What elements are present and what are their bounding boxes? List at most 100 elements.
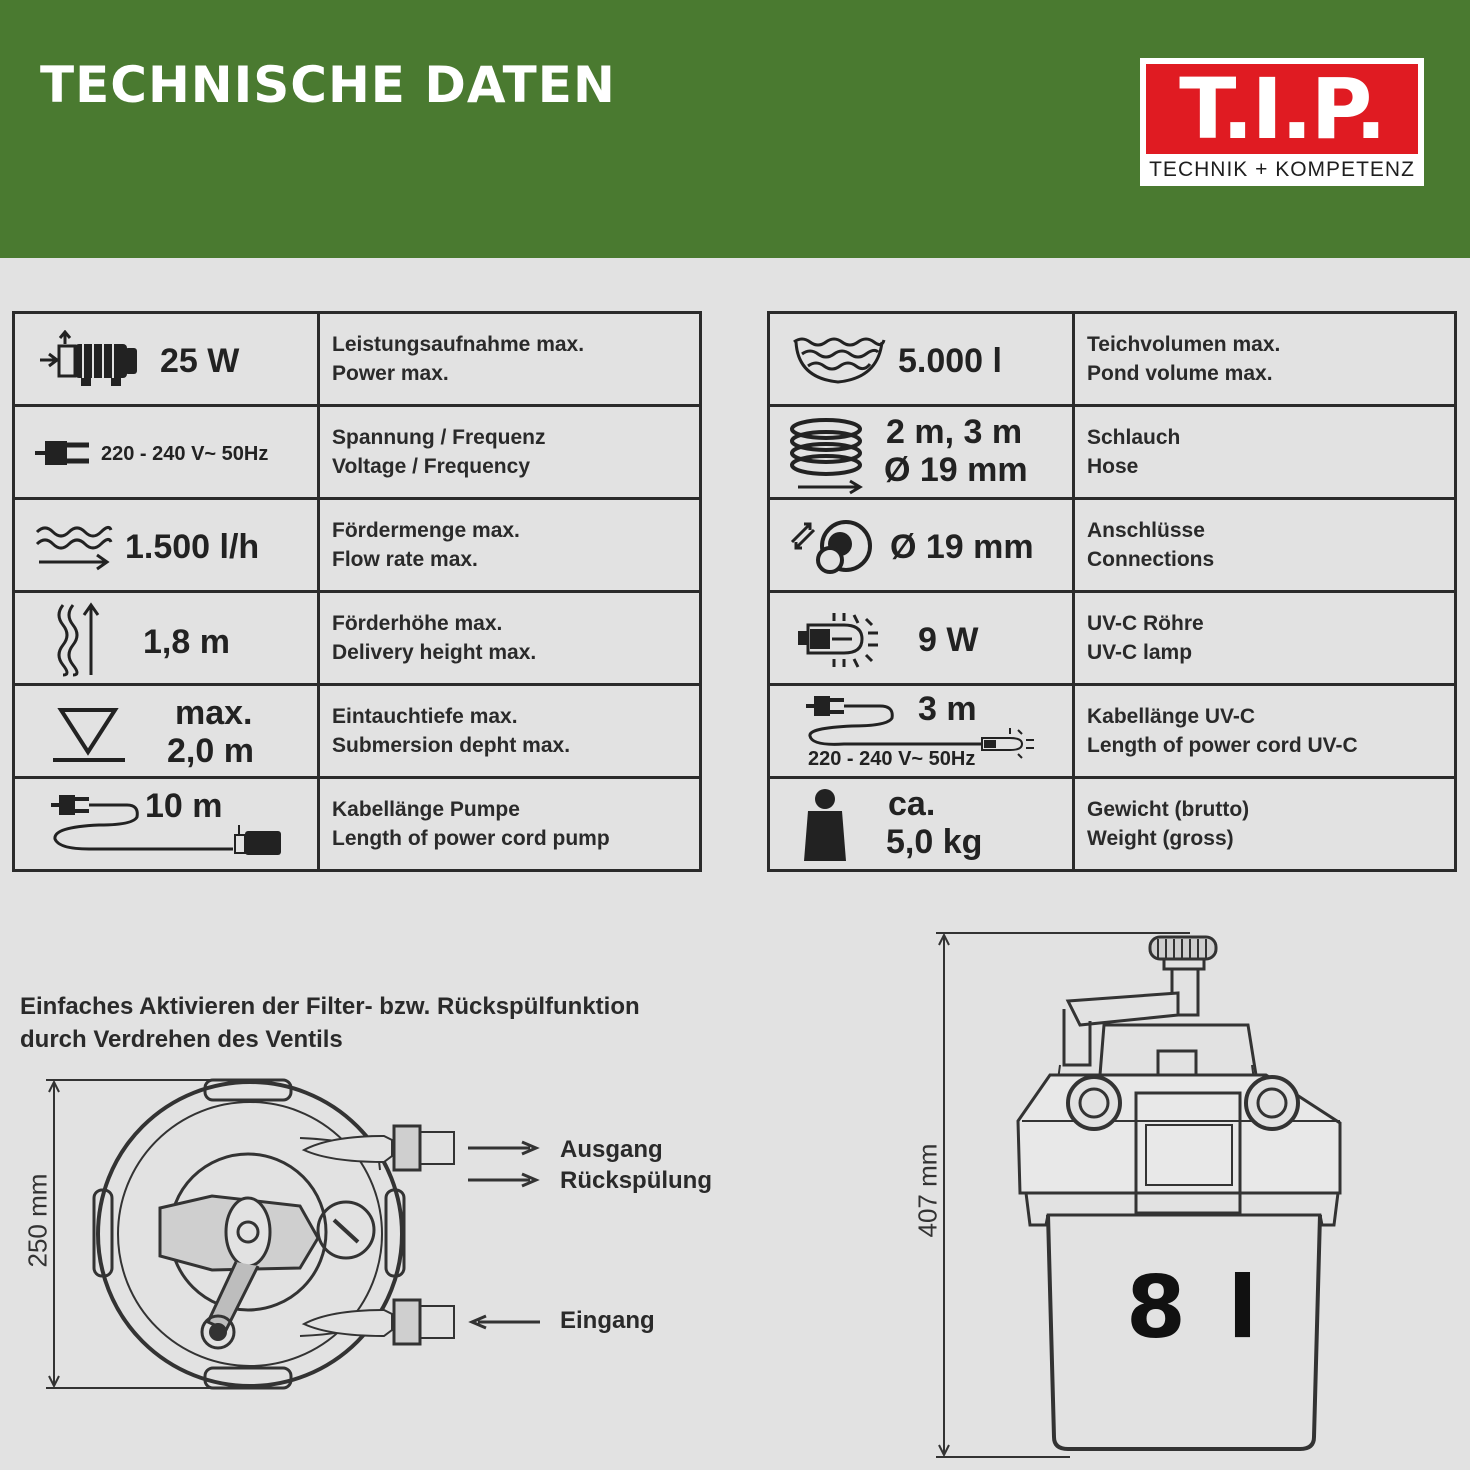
spec-label-de: UV-C Röhre xyxy=(1087,612,1204,635)
spec-row: ca. 5,0 kg Gewicht (brutto) Weight (gros… xyxy=(767,776,1457,872)
spec-icon-cell: 220 - 240 V~ 50Hz xyxy=(12,404,320,500)
power-cord-pump-icon xyxy=(51,795,281,855)
logo-tagline: TECHNIK + KOMPETENZ xyxy=(1149,158,1415,181)
spec-label-en: UV-C lamp xyxy=(1087,641,1193,664)
spec-label-de: Leistungsaufnahme max. xyxy=(332,333,585,356)
spec-label-de: Anschlüsse xyxy=(1087,519,1205,542)
spec-value-line1: 2 m, 3 m xyxy=(886,413,1023,451)
spec-label-de: Kabellänge Pumpe xyxy=(332,798,520,821)
spec-description: Fördermenge max. Flow rate max. xyxy=(317,497,702,593)
spec-description: Förderhöhe max. Delivery height max. xyxy=(317,590,702,686)
spec-row: 1,8 m Förderhöhe max. Delivery height ma… xyxy=(12,590,702,686)
spec-icon-cell: 10 m xyxy=(12,776,320,872)
spec-description: Leistungsaufnahme max. Power max. xyxy=(317,311,702,407)
spec-label-en: Submersion depht max. xyxy=(332,734,571,757)
weight-icon xyxy=(804,789,846,861)
spec-row: 5.000 l Teichvolumen max. Pond volume ma… xyxy=(767,311,1457,407)
spec-description: Kabellänge Pumpe Length of power cord pu… xyxy=(317,776,702,872)
spec-row: Ø 19 mm Anschlüsse Connections xyxy=(767,497,1457,593)
spec-icon-cell: 1.500 l/h xyxy=(12,497,320,593)
spec-value: 9 W xyxy=(918,621,979,659)
spec-description: Anschlüsse Connections xyxy=(1072,497,1457,593)
tip-logo: T.I.P. TECHNIK + KOMPETENZ xyxy=(1140,58,1424,186)
dimension-407: 407 mm xyxy=(912,1143,943,1238)
pump-motor-icon xyxy=(40,330,137,386)
spec-label-en: Connections xyxy=(1087,548,1215,571)
filter-side-view-drawing xyxy=(936,932,1342,1458)
spec-row: max. 2,0 m Eintauchtiefe max. Submersion… xyxy=(12,683,702,779)
spec-label-de: Teichvolumen max. xyxy=(1087,333,1281,356)
note-line1: Einfaches Aktivieren der Filter- bzw. Rü… xyxy=(20,993,640,1020)
spec-row: 9 W UV-C Röhre UV-C lamp xyxy=(767,590,1457,686)
dimension-250: 250 mm xyxy=(22,1173,53,1268)
spec-label-de: Gewicht (brutto) xyxy=(1087,798,1250,821)
spec-value-line2: 2,0 m xyxy=(167,732,254,770)
spec-icon-cell: ca. 5,0 kg xyxy=(767,776,1075,872)
spec-description: Gewicht (brutto) Weight (gross) xyxy=(1072,776,1457,872)
spec-icon-cell: 5.000 l xyxy=(767,311,1075,407)
volume-label: 8 l xyxy=(1126,1258,1264,1358)
spec-label-de: Eintauchtiefe max. xyxy=(332,705,518,728)
spec-label-en: Length of power cord UV-C xyxy=(1087,734,1358,757)
spec-description: Kabellänge UV-C Length of power cord UV-… xyxy=(1072,683,1457,779)
submersion-depth-icon xyxy=(53,708,125,762)
spec-description: Spannung / Frequenz Voltage / Frequency xyxy=(317,404,702,500)
logo-mark: T.I.P. xyxy=(1146,64,1418,154)
spec-value: 5.000 l xyxy=(898,342,1002,380)
header-banner: TECHNISCHE DATEN T.I.P. TECHNIK + KOMPET… xyxy=(0,0,1470,258)
spec-row: 10 m Kabellänge Pumpe Length of power co… xyxy=(12,776,702,872)
spec-value: 1,8 m xyxy=(143,623,230,661)
spec-label-en: Power max. xyxy=(332,362,449,385)
page-title: TECHNISCHE DATEN xyxy=(40,56,616,114)
uvc-lamp-icon xyxy=(798,613,878,668)
water-flow-icon xyxy=(35,525,113,571)
spec-label-de: Förderhöhe max. xyxy=(332,612,503,635)
spec-value: 3 m xyxy=(918,690,977,728)
spec-description: UV-C Röhre UV-C lamp xyxy=(1072,590,1457,686)
spec-icon-cell: 3 m 220 - 240 V~ 50Hz xyxy=(767,683,1075,779)
spec-description: Teichvolumen max. Pond volume max. xyxy=(1072,311,1457,407)
spec-label-de: Spannung / Frequenz xyxy=(332,426,546,449)
spec-label-de: Kabellänge UV-C xyxy=(1087,705,1256,728)
spec-value: 25 W xyxy=(160,342,240,380)
spec-row: 220 - 240 V~ 50Hz Spannung / Frequenz Vo… xyxy=(12,404,702,500)
spec-value-line1: max. xyxy=(175,694,253,732)
label-outlet: Ausgang xyxy=(560,1136,663,1163)
spec-row: 2 m, 3 m Ø 19 mm Schlauch Hose xyxy=(767,404,1457,500)
uvc-cord-icon xyxy=(806,696,1034,759)
spec-label-en: Length of power cord pump xyxy=(332,827,610,850)
spec-label-en: Weight (gross) xyxy=(1087,827,1234,850)
spec-value-sub: 220 - 240 V~ 50Hz xyxy=(808,748,976,770)
spec-label-en: Voltage / Frequency xyxy=(332,455,530,478)
spec-label-en: Pond volume max. xyxy=(1087,362,1273,385)
spec-row: 1.500 l/h Fördermenge max. Flow rate max… xyxy=(12,497,702,593)
spec-table-left: 25 W Leistungsaufnahme max. Power max. 2… xyxy=(12,311,702,872)
pond-waves-icon xyxy=(793,337,886,384)
filter-top-view-drawing xyxy=(46,1078,540,1390)
spec-value: Ø 19 mm xyxy=(890,528,1034,566)
spec-value: 220 - 240 V~ 50Hz xyxy=(101,443,269,465)
spec-value-line2: Ø 19 mm xyxy=(884,451,1028,489)
spec-label-en: Delivery height max. xyxy=(332,641,537,664)
spec-description: Schlauch Hose xyxy=(1072,404,1457,500)
spec-label-de: Schlauch xyxy=(1087,426,1181,449)
spec-icon-cell: max. 2,0 m xyxy=(12,683,320,779)
spec-icon-cell: 9 W xyxy=(767,590,1075,686)
spec-value-line1: ca. xyxy=(888,785,936,823)
label-inlet: Eingang xyxy=(560,1307,655,1334)
spec-description: Eintauchtiefe max. Submersion depht max. xyxy=(317,683,702,779)
spec-icon-cell: 25 W xyxy=(12,311,320,407)
spec-label-en: Flow rate max. xyxy=(332,548,478,571)
spec-icon-cell: 1,8 m xyxy=(12,590,320,686)
spec-value: 1.500 l/h xyxy=(125,528,260,566)
delivery-height-icon xyxy=(57,602,100,677)
spec-row: 25 W Leistungsaufnahme max. Power max. xyxy=(12,311,702,407)
spec-value: 10 m xyxy=(145,787,223,825)
spec-label-de: Fördermenge max. xyxy=(332,519,520,542)
note-line2: durch Verdrehen des Ventils xyxy=(20,1026,343,1053)
spec-icon-cell: Ø 19 mm xyxy=(767,497,1075,593)
plug-icon xyxy=(35,441,89,465)
spec-row: 3 m 220 - 240 V~ 50Hz Kabellänge UV-C Le… xyxy=(767,683,1457,779)
label-backwash: Rückspülung xyxy=(560,1167,713,1194)
spec-value-line2: 5,0 kg xyxy=(886,823,983,861)
